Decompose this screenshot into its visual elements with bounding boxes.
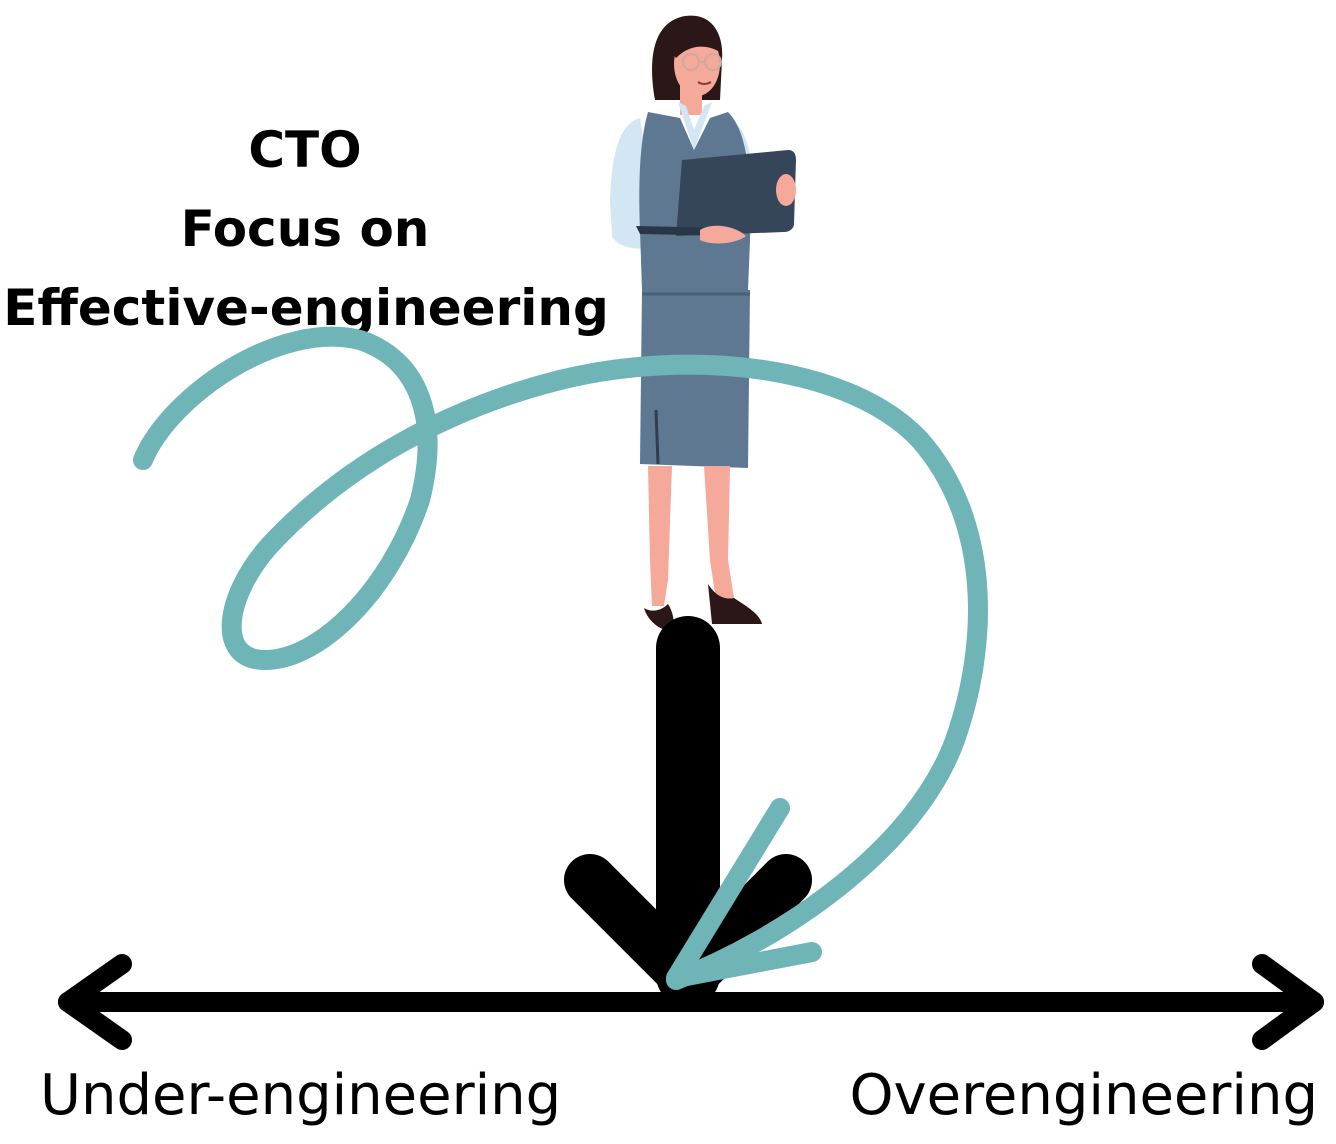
right-hand	[776, 174, 796, 206]
glasses-icon	[682, 53, 722, 71]
title-block: CTO Focus on Effective-engineering	[3, 121, 609, 337]
curved-arrow-icon	[133, 326, 988, 990]
swirl-arrowhead	[666, 798, 822, 988]
smile	[697, 81, 712, 85]
laptop-icon	[676, 150, 796, 236]
overengineering-label: Overengineering	[849, 1063, 1318, 1128]
under-engineering-label: Under-engineering	[40, 1063, 561, 1128]
title-line-1: CTO	[248, 121, 361, 179]
left-hand	[700, 225, 746, 244]
collar	[678, 102, 712, 150]
left-leg	[648, 466, 672, 606]
left-shoe	[644, 604, 674, 631]
hair-fringe	[670, 26, 720, 58]
right-shoe	[708, 584, 762, 624]
title-line-3: Effective-engineering	[3, 279, 609, 337]
down-arrow-icon	[564, 616, 812, 1007]
right-leg	[704, 466, 734, 600]
left-arrowhead-icon	[58, 954, 132, 1050]
woman-with-laptop-icon	[610, 15, 796, 631]
right-arrowhead-icon	[1252, 954, 1324, 1050]
title-line-2: Focus on	[181, 200, 430, 258]
swirl-path	[133, 326, 988, 990]
skirt	[640, 290, 750, 468]
